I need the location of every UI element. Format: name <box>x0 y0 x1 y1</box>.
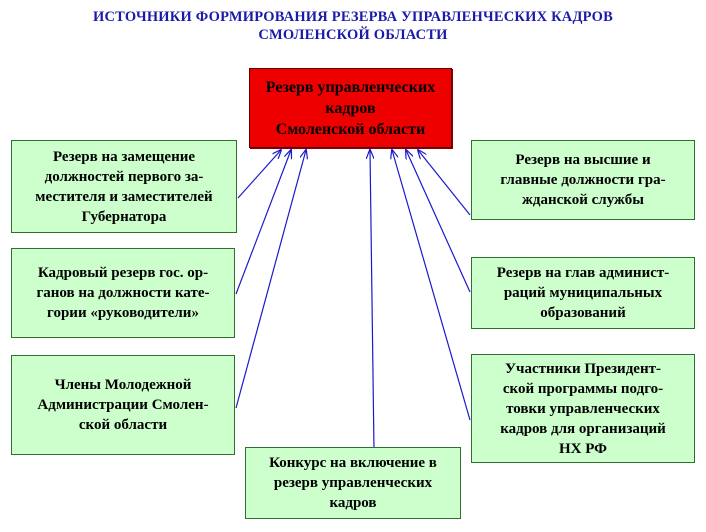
arrow-contest-to-central <box>370 150 375 451</box>
diagram-title-line-1: ИСТОЧНИКИ ФОРМИРОВАНИЯ РЕЗЕРВА УПРАВЛЕНЧ… <box>93 9 613 25</box>
arrow-municipal-heads-to-central <box>406 150 471 293</box>
central-reserve-label: Резерв управленческих кадров Смоленской … <box>265 78 436 138</box>
central-reserve-box: Резерв управленческих кадров Смоленской … <box>249 68 452 148</box>
source-higher-civil-label: Резерв на высшие и главные должности гра… <box>500 152 666 208</box>
source-state-bodies-box: Кадровый резерв гос. ор- ганов на должно… <box>11 248 235 338</box>
arrow-youth-admin-to-central <box>235 150 306 409</box>
arrow-state-bodies-to-central <box>235 150 291 295</box>
arrow-first-deputy-to-central <box>237 150 281 199</box>
diagram-title: ИСТОЧНИКИ ФОРМИРОВАНИЯ РЕЗЕРВА УПРАВЛЕНЧ… <box>0 8 706 44</box>
diagram-title-line-2: СМОЛЕНСКОЙ ОБЛАСТИ <box>258 27 448 43</box>
source-first-deputy-label: Резерв на замещение должностей первого з… <box>35 148 213 225</box>
arrow-presidential-program-to-central <box>392 150 471 421</box>
source-youth-admin-label: Члены Молодежной Администрации Смолен- с… <box>37 377 209 433</box>
source-youth-admin-box: Члены Молодежной Администрации Смолен- с… <box>11 355 235 455</box>
source-higher-civil-box: Резерв на высшие и главные должности гра… <box>471 140 695 220</box>
source-presidential-program-label: Участники Президент- ской программы подг… <box>500 360 666 457</box>
source-municipal-heads-box: Резерв на глав админист- раций муниципал… <box>471 257 695 329</box>
source-presidential-program-box: Участники Президент- ской программы подг… <box>471 354 695 463</box>
source-first-deputy-box: Резерв на замещение должностей первого з… <box>11 140 237 233</box>
source-state-bodies-label: Кадровый резерв гос. ор- ганов на должно… <box>36 265 210 321</box>
source-municipal-heads-label: Резерв на глав админист- раций муниципал… <box>496 265 670 321</box>
arrow-higher-civil-to-central <box>418 150 471 216</box>
source-contest-label: Конкурс на включение в резерв управленче… <box>269 455 437 511</box>
source-contest-box: Конкурс на включение в резерв управленче… <box>245 447 461 519</box>
